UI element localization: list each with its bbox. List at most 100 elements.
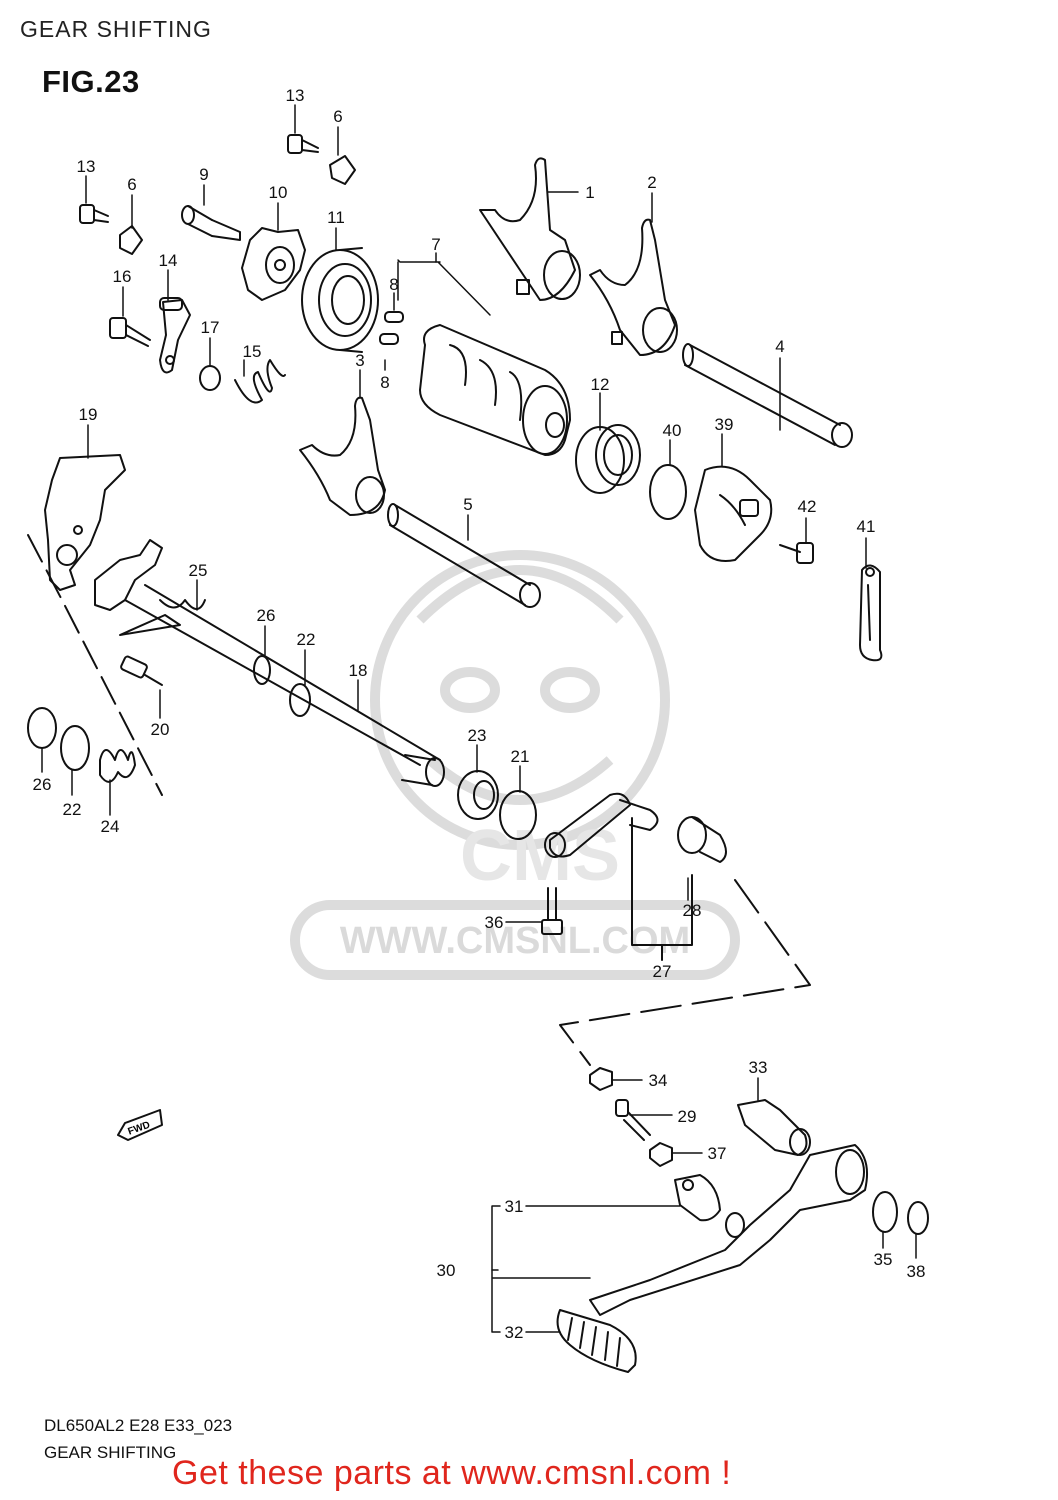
callout-27: 27 [653, 962, 672, 981]
fork-shaft-4 [682, 343, 853, 448]
bolt-13-top [287, 134, 319, 154]
page-title: GEAR SHIFTING [20, 16, 212, 42]
bracket-41 [859, 564, 883, 662]
bolt-36 [541, 887, 563, 935]
callout-23: 23 [468, 726, 487, 745]
callout-6-top: 6 [333, 107, 342, 126]
circlip-26-left [27, 707, 57, 749]
callout-6-left: 6 [127, 175, 136, 194]
callout-22-left: 22 [63, 800, 82, 819]
callout-1: 1 [585, 183, 594, 202]
bolt-16 [109, 317, 151, 347]
callout-11: 11 [327, 208, 345, 227]
callout-5: 5 [463, 495, 472, 514]
callout-39: 39 [715, 415, 734, 434]
callout-3: 3 [355, 351, 364, 370]
callout-24: 24 [101, 817, 120, 836]
pivot-bolt-33 [737, 1099, 811, 1156]
callout-37: 37 [708, 1144, 727, 1163]
callout-2: 2 [647, 173, 656, 192]
cam-plate-10 [241, 227, 306, 301]
washer-21 [499, 790, 537, 840]
bearing-12 [575, 424, 641, 494]
callout-29: 29 [678, 1107, 697, 1126]
callout-19: 19 [79, 405, 98, 424]
shift-drum-7 [419, 324, 571, 456]
callout-13-left: 13 [77, 157, 96, 176]
model-code: DL650AL2 E28 E33_023 [44, 1416, 233, 1435]
callout-30: 30 [437, 1261, 456, 1280]
callout-9: 9 [199, 165, 208, 184]
shift-fork-1 [479, 157, 581, 301]
bolt-13-left [79, 204, 109, 224]
callout-8-top: 8 [389, 275, 398, 294]
shift-rod-27 [544, 792, 659, 858]
callout-10: 10 [269, 183, 288, 202]
o-ring-40 [649, 464, 687, 520]
circlip-38 [907, 1201, 929, 1235]
washer-17 [199, 365, 221, 391]
callout-35: 35 [874, 1250, 893, 1269]
guide-line-left [27, 534, 163, 796]
callout-16: 16 [113, 267, 132, 286]
shift-fork-2 [589, 218, 678, 356]
washer-35 [872, 1191, 898, 1233]
callout-40: 40 [663, 421, 682, 440]
callout-22-shaft: 22 [297, 630, 316, 649]
fwd-arrow [117, 1109, 163, 1141]
bolt-29 [615, 1099, 651, 1141]
callout-17: 17 [201, 318, 220, 337]
cover-plate-19 [44, 454, 126, 591]
footpeg-rubber-32 [556, 1309, 637, 1373]
shift-fork-3 [299, 396, 386, 516]
nut-37 [649, 1142, 673, 1167]
callout-32: 32 [505, 1323, 524, 1342]
callout-26-left: 26 [33, 775, 52, 794]
callout-15: 15 [243, 342, 262, 361]
callout-7: 7 [431, 235, 440, 254]
callout-4: 4 [775, 337, 784, 356]
callout-12: 12 [591, 375, 610, 394]
oil-seal-23 [457, 770, 499, 820]
fork-shaft-5 [387, 503, 541, 608]
washer-6-left [119, 225, 143, 255]
callout-41: 41 [857, 517, 876, 536]
clamp-39 [694, 465, 773, 562]
pin-8-a [384, 311, 404, 323]
figure-number: FIG.23 [42, 64, 140, 99]
spring-24 [99, 749, 136, 783]
callout-36: 36 [485, 913, 504, 932]
shaft-18 [401, 754, 445, 787]
washer-22-shaft [289, 683, 311, 717]
watermark-logo: CMS [460, 816, 620, 896]
spring-15 [234, 359, 286, 404]
callout-14: 14 [159, 251, 178, 270]
callout-34: 34 [649, 1071, 668, 1090]
joint-boot-28 [677, 816, 727, 863]
callout-28: 28 [683, 901, 702, 920]
buy-parts-link[interactable]: Get these parts at www.cmsnl.com ! [172, 1454, 732, 1492]
callout-26-shaft: 26 [257, 606, 276, 625]
bolt-42 [779, 542, 814, 564]
callout-25: 25 [189, 561, 208, 580]
callout-20: 20 [151, 720, 170, 739]
callout-21: 21 [511, 747, 530, 766]
callout-18: 18 [349, 661, 368, 680]
pin-20 [120, 655, 163, 686]
guide-line-right [559, 879, 811, 1066]
callout-13-top: 13 [286, 86, 305, 105]
bearing-11 [301, 247, 379, 353]
pin-9 [181, 205, 241, 241]
stopper-arm-14 [159, 297, 191, 374]
callout-42: 42 [798, 497, 817, 516]
washer-6-top [329, 155, 356, 185]
callout-33: 33 [749, 1058, 768, 1077]
watermark-url: WWW.CMSNL.COM [340, 920, 690, 962]
gearshift-shaft-25 [94, 539, 441, 766]
callout-8-bottom: 8 [380, 373, 389, 392]
callout-38: 38 [907, 1262, 926, 1281]
section-name: GEAR SHIFTING [44, 1443, 177, 1462]
callout-31: 31 [505, 1197, 524, 1216]
pin-8-b [379, 333, 399, 345]
